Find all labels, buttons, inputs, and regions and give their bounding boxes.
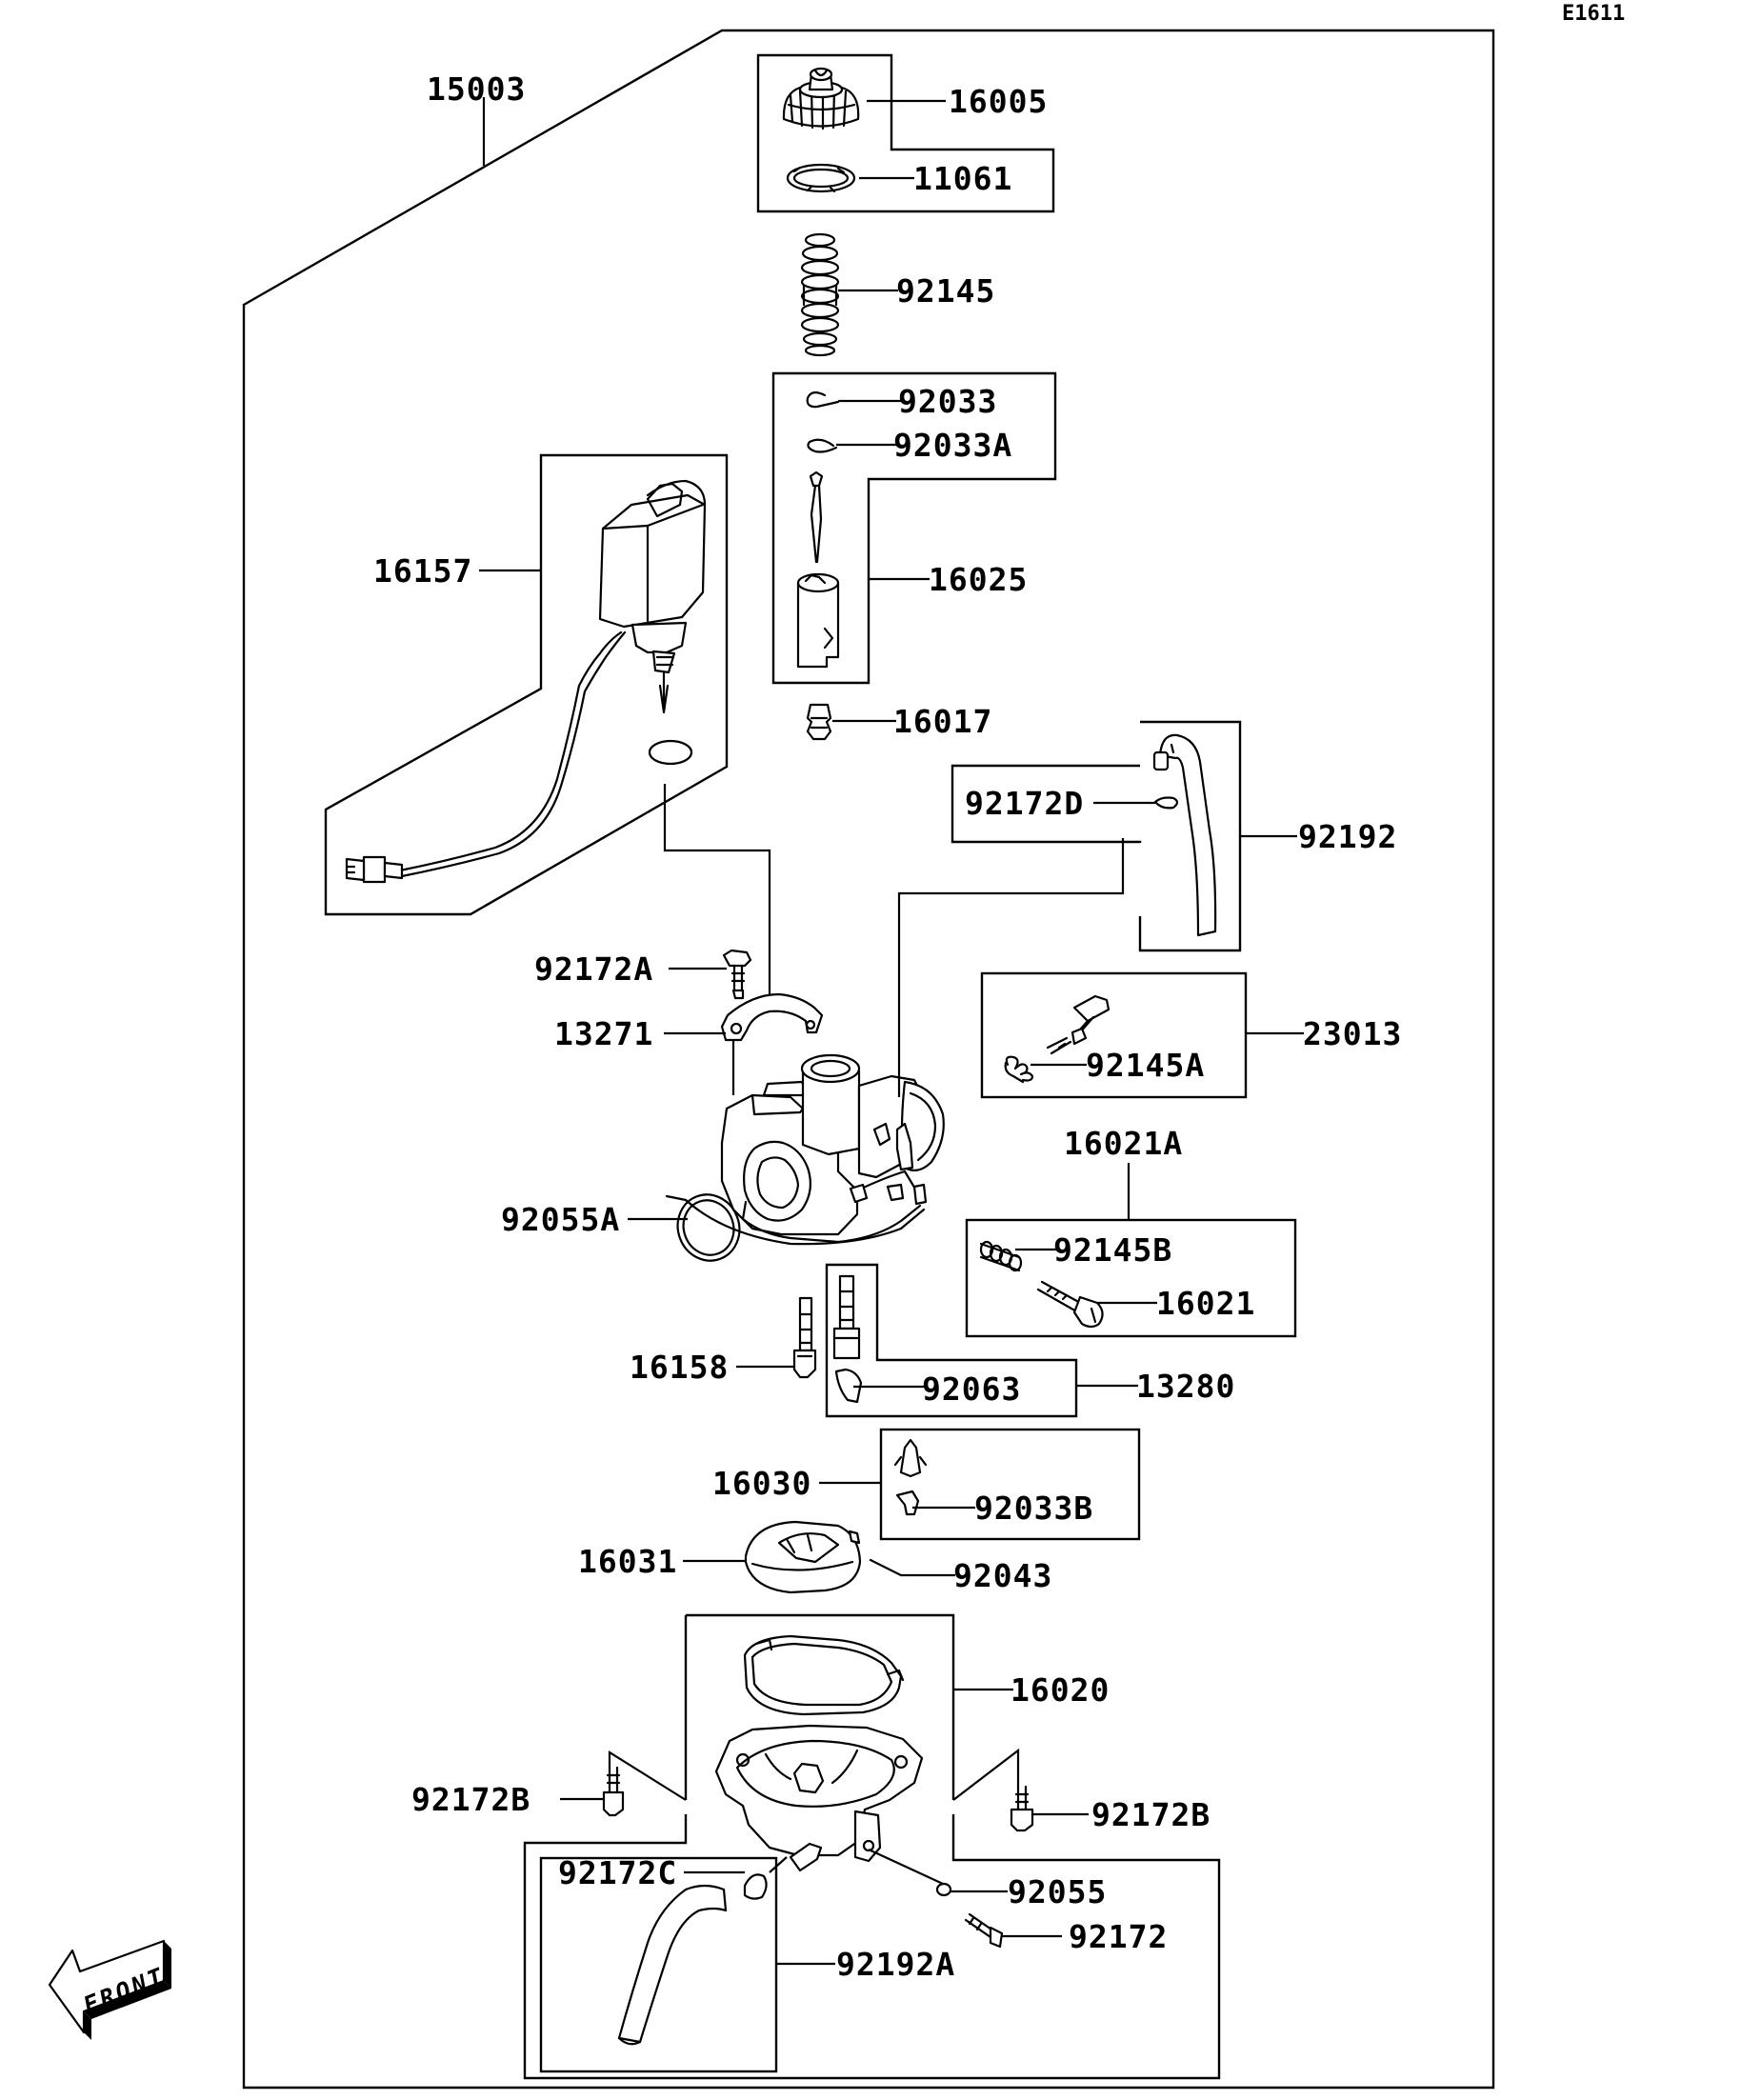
label-11061: 11061	[913, 160, 1012, 197]
frame-16030	[879, 1428, 1141, 1541]
pin-92043-drawing	[869, 1558, 903, 1577]
label-92172B-left: 92172B	[411, 1781, 530, 1818]
spring-92145-drawing	[800, 232, 840, 357]
part-labels: 15003 16005 11061 92145 92033 92033A 161…	[373, 70, 1402, 1983]
frame-auto-choke	[324, 453, 729, 916]
leader-lines	[479, 97, 1304, 1966]
label-16017: 16017	[893, 703, 992, 740]
screw-92172A-drawing	[722, 949, 752, 1000]
label-16021: 16021	[1156, 1285, 1255, 1322]
carburetor-body-drawing	[665, 1053, 945, 1246]
screw-92172B-right-drawing	[1010, 1785, 1034, 1832]
clip-92172C-drawing	[743, 1873, 768, 1900]
frame-16020	[523, 1613, 1221, 2080]
gasket-92063-drawing	[834, 1368, 863, 1404]
label-23013: 23013	[1303, 1015, 1402, 1052]
label-16020: 16020	[1011, 1671, 1110, 1709]
hose-92192A-drawing	[617, 1884, 728, 2046]
label-92172: 92172	[1069, 1918, 1168, 1955]
label-92172C: 92172C	[558, 1854, 677, 1891]
frame-16021A	[965, 1218, 1297, 1338]
cap-16005-drawing	[782, 67, 860, 130]
label-16030: 16030	[712, 1465, 811, 1502]
screw-23013-drawing	[1046, 994, 1111, 1055]
part-drawings: FRONT	[48, 67, 1217, 2046]
screw-92172-drawing	[964, 1912, 1004, 1949]
screw-16021-drawing	[1036, 1280, 1104, 1329]
float-chamber-16020-drawing	[714, 1724, 924, 1872]
spring-92145B-drawing	[979, 1240, 1023, 1272]
screw-92172B-left-drawing	[602, 1766, 625, 1817]
label-13280: 13280	[1136, 1368, 1235, 1405]
frame-tube-92192	[1138, 720, 1242, 952]
label-92172D: 92172D	[965, 785, 1084, 822]
label-92063: 92063	[922, 1370, 1021, 1408]
label-92145: 92145	[896, 272, 995, 310]
label-16158: 16158	[630, 1349, 729, 1386]
frame-needle-set	[771, 371, 1057, 685]
auto-choke-16157-drawing	[345, 479, 707, 884]
spring-92145A-drawing	[1004, 1055, 1034, 1084]
oring-92055A-drawing	[676, 1193, 741, 1262]
diagram-code: E1611	[1562, 2, 1625, 26]
label-16031: 16031	[578, 1543, 677, 1580]
frame-23013	[980, 971, 1248, 1099]
label-92055A: 92055A	[501, 1201, 620, 1238]
clip-92033-drawing	[806, 391, 840, 409]
label-13271: 13271	[554, 1015, 653, 1052]
label-92172B-right: 92172B	[1091, 1796, 1211, 1833]
frame-13280	[825, 1263, 1078, 1418]
outer-frame-15003	[242, 29, 1495, 2090]
label-92033A: 92033A	[893, 427, 1012, 464]
jet-16158-drawing	[792, 1296, 817, 1379]
clip-92033B-drawing	[895, 1490, 920, 1516]
frame-cap-set	[756, 53, 1055, 213]
front-arrow: FRONT	[48, 1939, 171, 2040]
label-92145B: 92145B	[1053, 1231, 1172, 1269]
jet-13280-drawing	[832, 1274, 861, 1360]
label-16025: 16025	[929, 561, 1028, 598]
label-92145A: 92145A	[1086, 1047, 1205, 1084]
label-16157: 16157	[373, 552, 472, 590]
plate-13271-drawing	[720, 992, 824, 1042]
label-92172A: 92172A	[534, 950, 653, 988]
tube-92192-drawing	[1152, 733, 1217, 937]
label-15003: 15003	[427, 70, 526, 108]
gasket-16020-drawing	[743, 1634, 905, 1716]
throttle-valve-16025-drawing	[796, 572, 840, 669]
label-92192: 92192	[1298, 818, 1397, 855]
label-92033B: 92033B	[974, 1490, 1093, 1527]
assembly-frames	[242, 29, 1495, 2090]
label-16005: 16005	[949, 83, 1048, 120]
label-92055: 92055	[1008, 1873, 1107, 1910]
ring-92033A-drawing	[807, 438, 838, 453]
frame-clip-92172D	[951, 764, 1142, 844]
clip-92172D-drawing	[1153, 796, 1179, 810]
label-92192A: 92192A	[836, 1946, 955, 1983]
jet-16017-drawing	[806, 703, 832, 741]
needle-16025-drawing	[809, 470, 824, 564]
float-needle-16030-drawing	[893, 1438, 928, 1478]
float-16031-drawing	[744, 1520, 862, 1594]
label-92033: 92033	[898, 383, 997, 420]
gasket-11061-drawing	[786, 163, 856, 193]
oring-92055-drawing	[935, 1882, 952, 1897]
label-16021A: 16021A	[1064, 1125, 1183, 1162]
label-92043: 92043	[953, 1557, 1052, 1594]
